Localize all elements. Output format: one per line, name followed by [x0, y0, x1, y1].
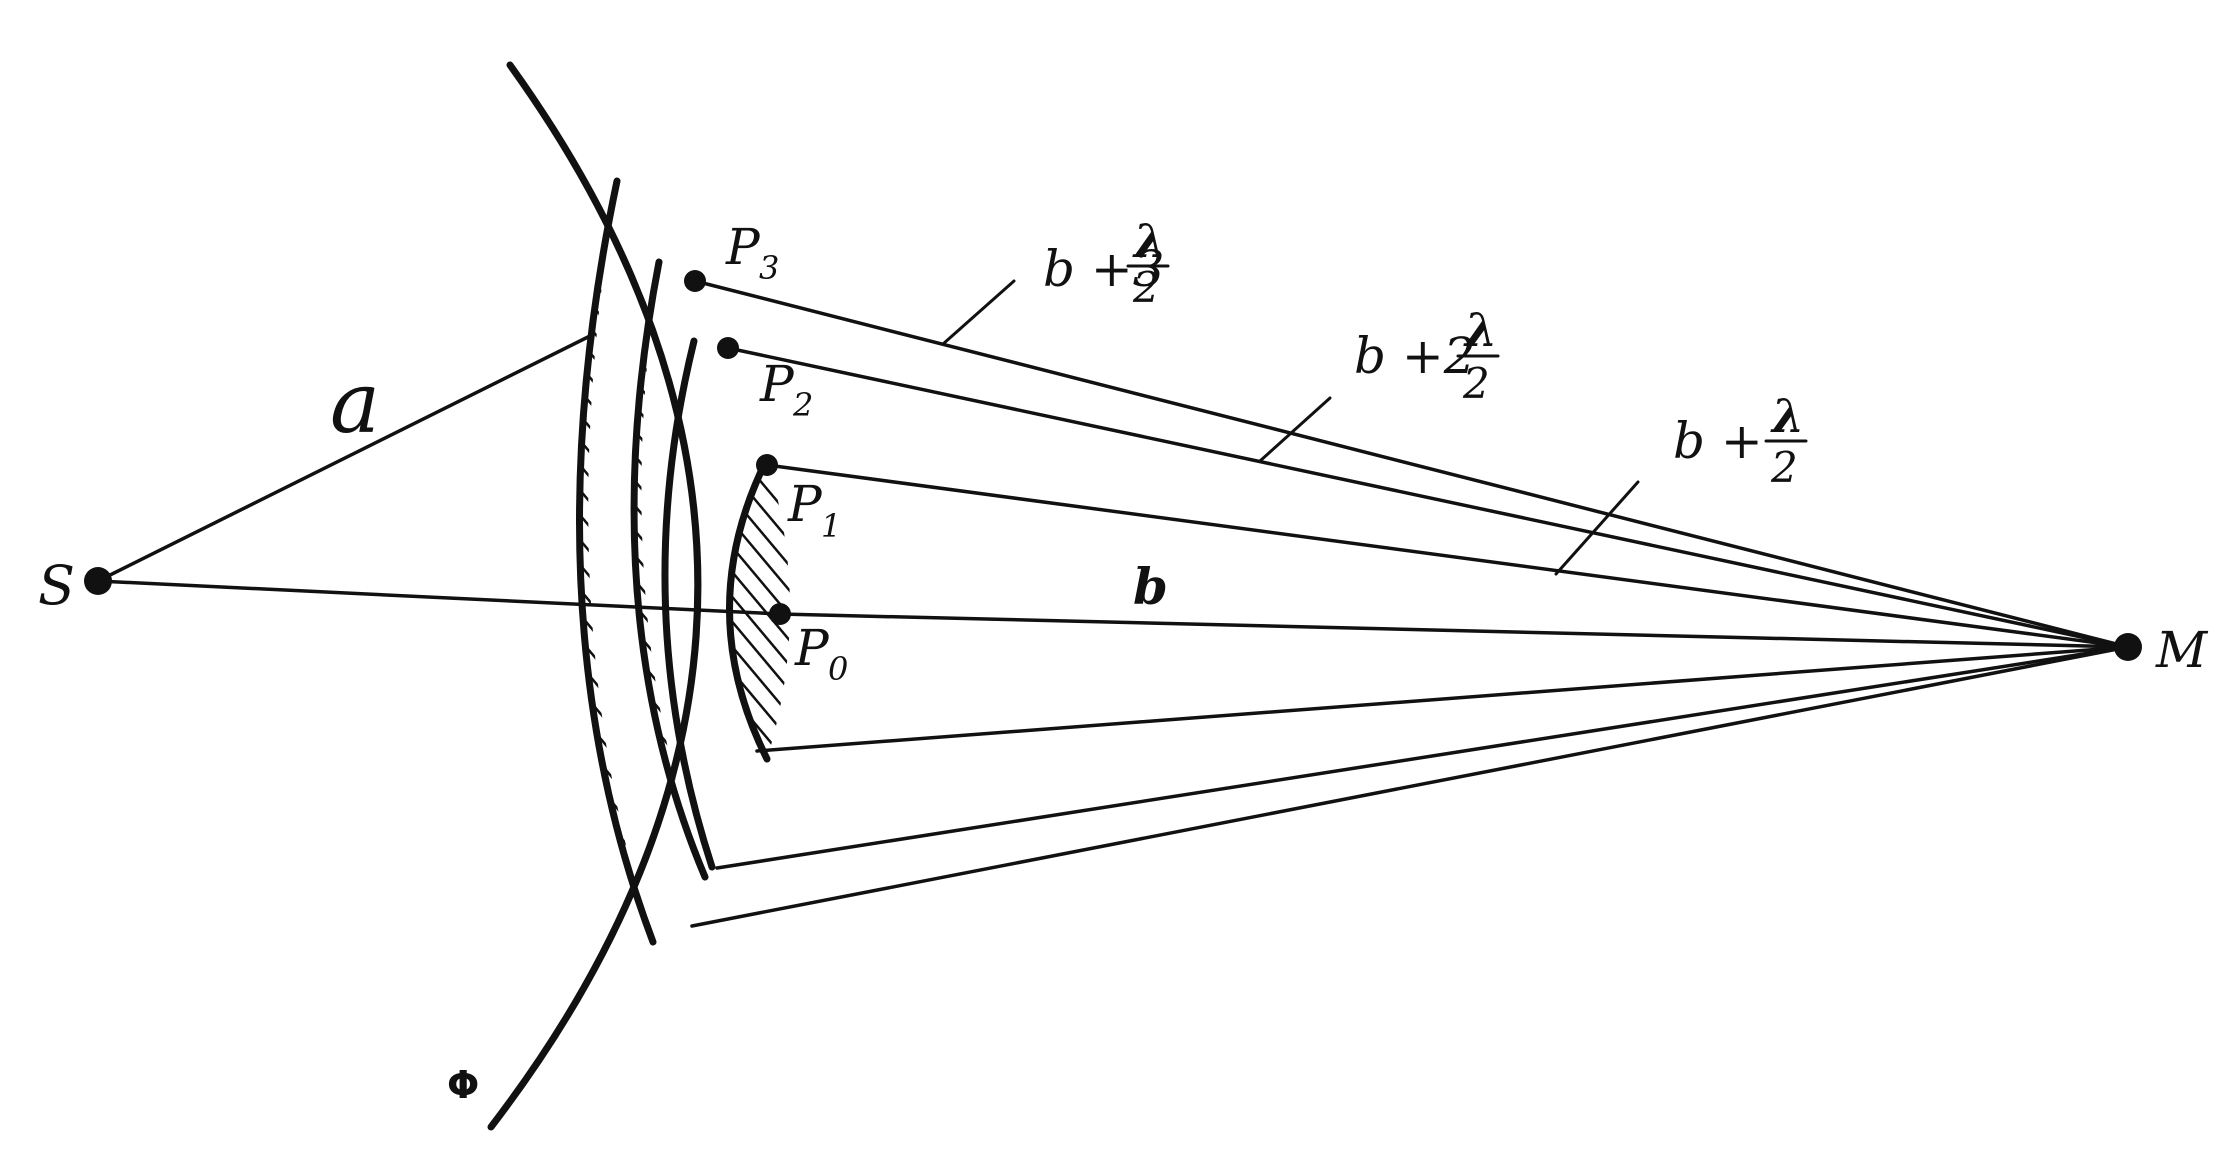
label-path-b-plus-2-half-lambda: b +2 λ 2 — [1354, 303, 1500, 408]
svg-text:0: 0 — [828, 650, 848, 688]
zone-boundary-1 — [726, 455, 771, 763]
leader-b2 — [1258, 396, 1332, 463]
source-point — [84, 567, 112, 595]
svg-text:λ: λ — [1463, 303, 1497, 357]
fresnel-zone-1 — [729, 459, 790, 759]
svg-text:λ: λ — [1770, 389, 1804, 443]
svg-text:2: 2 — [1770, 443, 1798, 492]
point-p2 — [717, 337, 739, 359]
label-p0: P 0 — [794, 619, 848, 688]
svg-text:λ: λ — [1132, 214, 1166, 268]
point-p3 — [684, 270, 706, 292]
svg-text:P: P — [787, 475, 823, 533]
ray-lower-1-to-m — [755, 645, 2130, 753]
point-p1 — [756, 454, 778, 476]
svg-text:P: P — [725, 218, 761, 276]
wave-front-curve — [487, 61, 702, 1131]
leader-b1 — [1554, 480, 1640, 576]
zone-boundary-4 — [576, 177, 657, 946]
label-source: S — [38, 554, 75, 617]
label-distance-a: a — [330, 354, 380, 452]
zone-boundary-3 — [630, 258, 709, 881]
svg-text:2: 2 — [1132, 263, 1160, 312]
label-p2: P 2 — [759, 355, 813, 424]
svg-text:b +3: b +3 — [1043, 240, 1165, 298]
svg-text:3: 3 — [759, 249, 779, 287]
ray-s-a — [96, 334, 592, 583]
ray-p1-to-m — [765, 463, 2130, 649]
svg-text:b +2: b +2 — [1354, 327, 1476, 385]
label-distance-b: b — [1133, 557, 1168, 616]
svg-text:P: P — [794, 619, 830, 677]
svg-text:P: P — [759, 355, 795, 413]
svg-text:2: 2 — [792, 386, 813, 424]
ray-lower-3-to-m — [690, 645, 2130, 928]
ray-p3-to-m — [693, 279, 2130, 649]
ray-lower-2-to-m — [715, 645, 2130, 870]
svg-text:b +: b + — [1673, 412, 1763, 470]
label-path-b-plus-half-lambda: b + λ 2 — [1673, 389, 1808, 492]
leader-b3 — [941, 279, 1016, 346]
label-path-b-plus-3-half-lambda: b +3 λ 2 — [1043, 214, 1170, 312]
ray-p0-to-m — [778, 612, 2130, 649]
label-p3: P 3 — [725, 218, 779, 287]
label-p1: P 1 — [787, 475, 841, 545]
label-wave-front: Φ — [447, 1063, 479, 1107]
label-observer: M — [2155, 621, 2209, 679]
svg-text:2: 2 — [1462, 359, 1490, 408]
point-p0 — [769, 603, 791, 625]
observer-point — [2114, 633, 2142, 661]
ray-p2-to-m — [726, 346, 2130, 649]
ray-s-to-p0 — [96, 579, 782, 616]
svg-text:1: 1 — [821, 507, 841, 545]
